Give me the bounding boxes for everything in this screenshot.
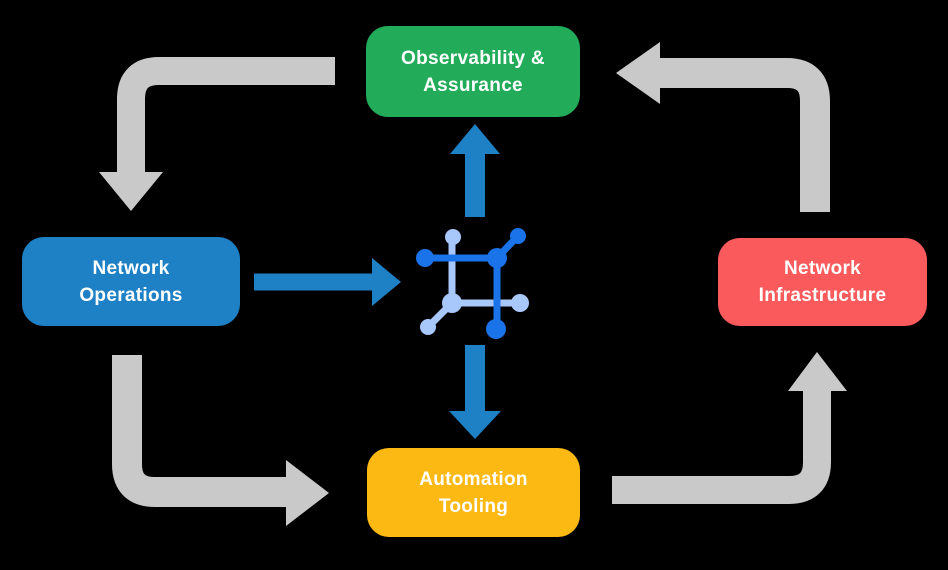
node-label-line2: Assurance: [423, 74, 523, 96]
node-label-line2: Operations: [79, 284, 183, 306]
network-hub-icon-dark-nodes: [416, 228, 526, 339]
arrowhead-right-icon: [286, 460, 329, 526]
node-label-line1: Network: [783, 258, 862, 279]
arrowhead-down-icon: [99, 172, 163, 211]
node-label-line1: Network: [92, 257, 170, 279]
arrowhead-up-icon: [450, 124, 500, 154]
node-observability-assurance: Observability & Assurance: [366, 26, 580, 117]
arrow-observability-to-operations: [99, 57, 335, 211]
arrowhead-right-icon: [372, 258, 401, 306]
arrow-shaft: [112, 355, 287, 507]
node-label-line2: Tooling: [438, 495, 509, 517]
node-label-line2: Infrastructure: [758, 285, 887, 306]
node-automation-tooling: Automation Tooling: [367, 448, 580, 537]
arrowhead-down-icon: [449, 411, 501, 439]
arrow-shaft: [612, 389, 831, 504]
arrow-infrastructure-to-observability: [616, 42, 830, 212]
arrow-hub-to-observability: [450, 124, 500, 217]
node-label-line1: Automation: [419, 468, 528, 490]
node-network-infrastructure: Network Infrastructure: [718, 238, 927, 326]
arrow-operations-to-automation: [112, 355, 329, 526]
arrowhead-up-icon: [788, 352, 847, 391]
arrow-shaft: [117, 57, 335, 174]
network-hub-icon: [416, 228, 529, 339]
arrow-shaft: [659, 58, 830, 212]
node-label-line1: Observability &: [401, 47, 545, 69]
arrow-automation-to-infrastructure: [612, 352, 847, 504]
arrow-operations-to-hub: [254, 258, 401, 306]
arrow-hub-to-automation: [449, 345, 501, 439]
network-hub-icon-light-nodes: [420, 229, 529, 335]
arrowhead-left-icon: [616, 42, 660, 104]
node-network-operations: Network Operations: [22, 237, 240, 326]
